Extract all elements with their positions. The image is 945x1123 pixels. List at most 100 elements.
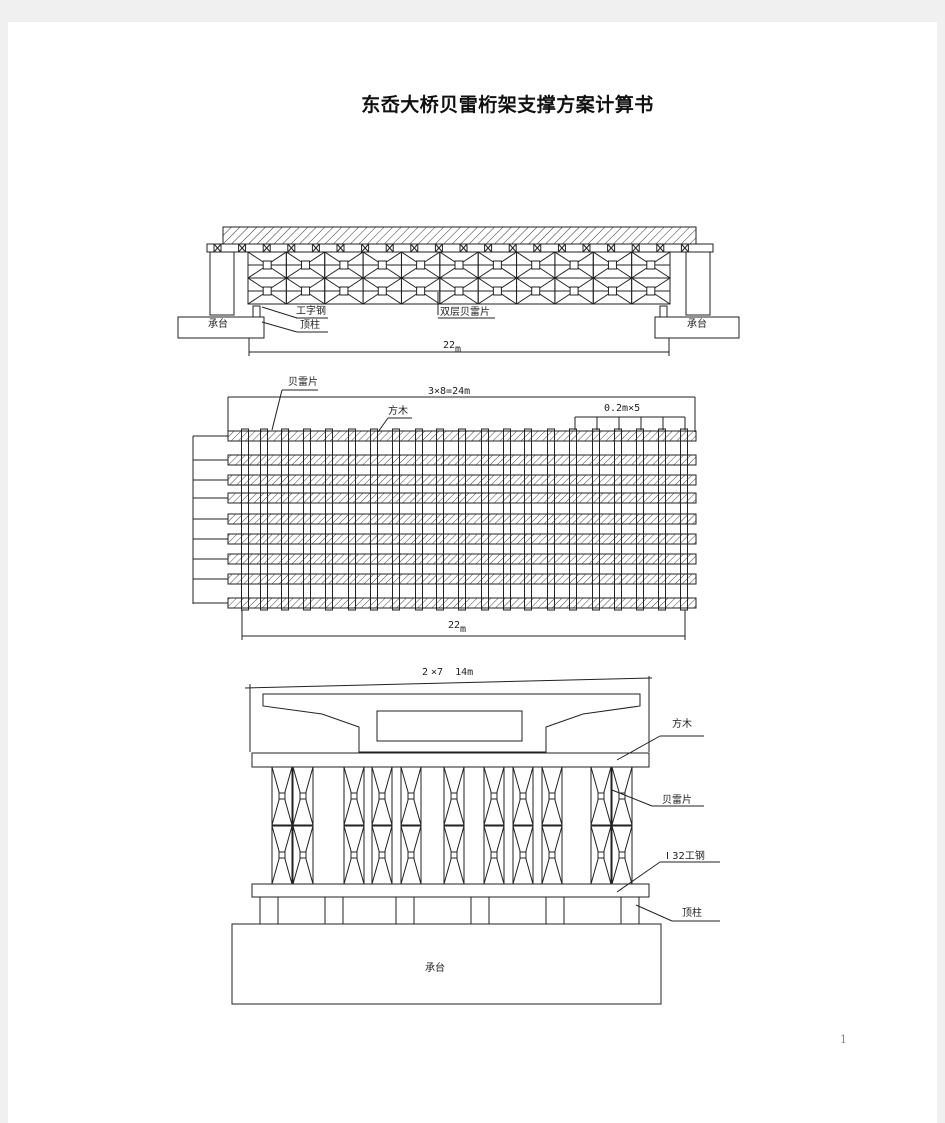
fig3-panel-pin (618, 792, 626, 800)
fig2-bailey-beam (592, 428, 600, 611)
fig1-panel-pin (646, 286, 656, 296)
fig3-timber-leader (616, 735, 661, 761)
fig1-panel-pin (454, 286, 464, 296)
fig2-bailey-beam (614, 428, 622, 611)
fig1-panel-pin (339, 286, 349, 296)
fig2-span-dim: 22 (448, 620, 460, 631)
fig2-timber-band (227, 454, 697, 466)
fig3-panel-pin (519, 792, 527, 800)
fig2-bailey-beam (281, 428, 289, 611)
fig2-bailey-beam (260, 428, 268, 611)
fig3-ibeam-label: I 32工钢 (666, 849, 705, 862)
fig3-panel-pin (299, 851, 307, 859)
fig3-panel-pin (450, 792, 458, 800)
fig1-right-pier (685, 251, 711, 316)
fig2-timber-band (227, 430, 697, 442)
fig1-panel-pin (416, 286, 426, 296)
fig1-panel-pin (569, 286, 579, 296)
fig2-timber-leader (377, 417, 389, 433)
fig3-bailey-panels (271, 766, 633, 885)
fig1-panel-pin (262, 260, 272, 270)
fig1-panel-pin (301, 286, 311, 296)
fig3-timber-label: 方木 (672, 717, 692, 730)
fig3-top-dim-line (244, 677, 653, 689)
document-title: 东岙大桥贝雷桁架支撑方案计算书 (361, 94, 654, 116)
fig3-panel-pin (407, 851, 415, 859)
fig3-post-label: 顶柱 (682, 906, 702, 919)
fig3-top-dim-prefix: 2 (422, 667, 428, 678)
fig3-timber-layer (251, 752, 650, 768)
fig1-bailey-truss (247, 251, 671, 305)
fig1-panel-pin (646, 260, 656, 270)
fig2-timber-bands (227, 430, 697, 609)
fig3-panel-pin (490, 792, 498, 800)
fig1-panel-pin (416, 260, 426, 270)
fig1-right-abutment (654, 316, 740, 339)
fig2-bailey-beam (436, 428, 444, 611)
fig3-bailey-label: 贝雷片 (662, 793, 692, 806)
fig1-left-pier (209, 251, 235, 316)
fig3-abutment-label: 承台 (425, 961, 445, 974)
fig1-panel-pin (339, 260, 349, 270)
page-number: 1 (840, 1033, 847, 1046)
fig1-side-elevation (177, 226, 740, 356)
fig3-panel-pin (278, 851, 286, 859)
fig2-timber-band (227, 597, 697, 609)
fig1-panel-pin (454, 260, 464, 270)
fig3-panel-pin (519, 851, 527, 859)
fig3-post (545, 896, 565, 925)
fig1-left-post (252, 305, 261, 318)
fig1-span-unit: m (455, 344, 461, 355)
fig3-box-girder (262, 693, 641, 753)
fig1-panel-pin (492, 260, 502, 270)
fig2-bailey-leader (271, 389, 283, 431)
fig1-abutment-right-label: 承台 (687, 317, 707, 330)
fig2-bailey-beam (241, 428, 249, 611)
fig2-bailey-beam (303, 428, 311, 611)
fig3-panel-pin (548, 851, 556, 859)
fig2-bailey-beam (348, 428, 356, 611)
fig2-bailey-beam (636, 428, 644, 611)
fig3-post (259, 896, 279, 925)
fig1-right-post (659, 305, 668, 318)
fig2-left-dim-ticks (193, 435, 228, 604)
fig2-bailey-beam (415, 428, 423, 611)
fig2-bailey-beam (658, 428, 666, 611)
fig3-post (395, 896, 415, 925)
fig3-post (470, 896, 490, 925)
fig2-bailey-beam (547, 428, 555, 611)
fig2-bailey-label: 贝雷片 (288, 375, 318, 388)
fig2-spacing-dim-label: 0.2m×5 (604, 403, 640, 414)
fig3-panel-pin (618, 851, 626, 859)
fig1-panel-pin (531, 286, 541, 296)
fig3-panel-pin (350, 851, 358, 859)
fig1-ibeam-label: 工字钢 (296, 304, 326, 317)
fig1-left-abutment (177, 316, 265, 339)
fig1-panel-pin (569, 260, 579, 270)
fig1-deck-slab (222, 226, 697, 245)
fig2-timber-band (227, 553, 697, 565)
fig3-post (620, 896, 640, 925)
fig1-post-label: 顶柱 (300, 318, 320, 331)
fig3-top-dim-label: ×7 14m (431, 667, 473, 678)
fig1-panel-pin (492, 286, 502, 296)
fig1-panel-pin (262, 286, 272, 296)
fig3-panel-pin (378, 792, 386, 800)
fig3-panel-pin (597, 851, 605, 859)
fig1-timber-blocks (213, 243, 689, 253)
fig2-timber-band (227, 474, 697, 486)
fig3-cross-section (231, 676, 720, 1005)
fig3-posts (252, 896, 649, 925)
fig1-panel-pin (531, 260, 541, 270)
fig3-panel-pin (490, 851, 498, 859)
fig2-span-unit: m (460, 624, 466, 635)
fig2-bailey-beam (481, 428, 489, 611)
fig3-panel-pin (450, 851, 458, 859)
fig2-bailey-beam (569, 428, 577, 611)
fig1-double-layer-label: 双层贝雷片 (440, 305, 490, 318)
fig3-ibeam-layer (251, 883, 650, 898)
fig3-post-leader (635, 904, 673, 922)
fig2-top-dim-label: 3×8=24m (428, 386, 470, 397)
fig3-bailey-leader (611, 789, 653, 807)
